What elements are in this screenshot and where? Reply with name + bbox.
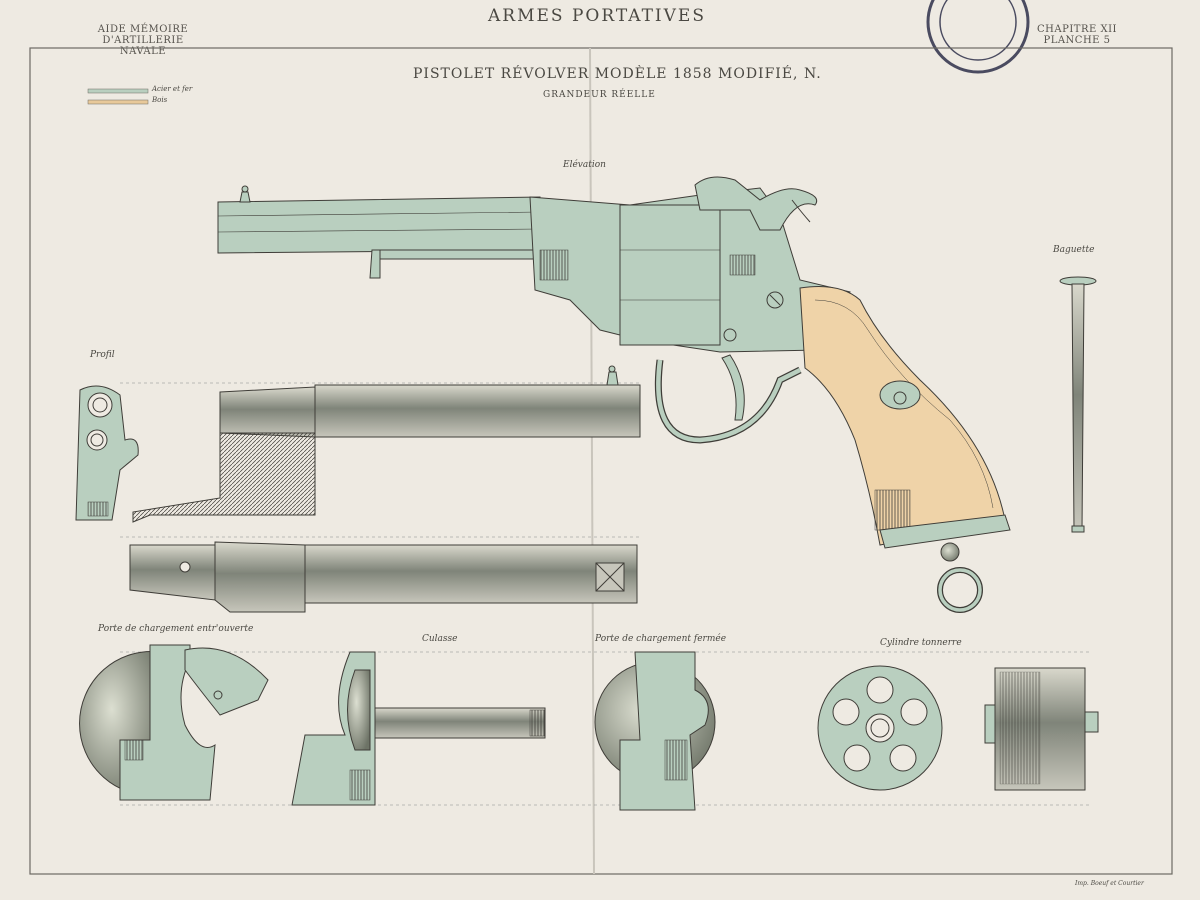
fold-crease xyxy=(589,47,595,875)
elevation-view xyxy=(217,176,1011,613)
header-left-line2: D'ARTILLERIE NAVALE xyxy=(102,35,184,57)
plate-top-title: ARMES PORTATIVES xyxy=(488,6,706,26)
legend-wood-label: Bois xyxy=(152,96,168,104)
library-stamp xyxy=(926,0,1030,74)
header-right-line2: PLANCHE 5 xyxy=(1043,35,1111,46)
legend-wood-swatch xyxy=(87,99,149,105)
plate-border xyxy=(29,47,1173,875)
profil-view xyxy=(75,365,641,613)
printer-credit: Imp. Boeuf et Courtier xyxy=(1075,880,1144,887)
legend-steel-swatch xyxy=(87,88,149,94)
header-left-line1: AIDE MÉMOIRE xyxy=(97,24,189,35)
legend-steel-label: Acier et fer xyxy=(152,85,193,93)
label-porte-ouverte: Porte de chargement entr'ouverte xyxy=(98,624,254,634)
culasse-view xyxy=(291,651,546,806)
label-culasse: Culasse xyxy=(422,634,458,644)
plate-title: PISTOLET RÉVOLVER MODÈLE 1858 MODIFIÉ, N… xyxy=(413,66,822,82)
porte-fermee-view xyxy=(594,651,716,811)
header-right-line1: CHAPITRE XII xyxy=(1037,24,1117,35)
header-left: AIDE MÉMOIRE D'ARTILLERIE NAVALE xyxy=(78,24,208,57)
porte-ouverte-view xyxy=(79,644,269,801)
label-baguette: Baguette xyxy=(1053,245,1095,255)
cylindre-side-view xyxy=(984,667,1099,791)
label-profil: Profil xyxy=(90,350,115,360)
cylindre-face-view xyxy=(817,665,943,791)
plate-subtitle: GRANDEUR RÉELLE xyxy=(543,90,656,100)
label-porte-fermee: Porte de chargement fermée xyxy=(595,634,727,644)
label-cylindre: Cylindre tonnerre xyxy=(880,638,962,648)
baguette-rammer xyxy=(1059,276,1097,533)
header-right: CHAPITRE XII PLANCHE 5 xyxy=(1032,24,1122,46)
label-elevation: Elévation xyxy=(563,160,606,170)
